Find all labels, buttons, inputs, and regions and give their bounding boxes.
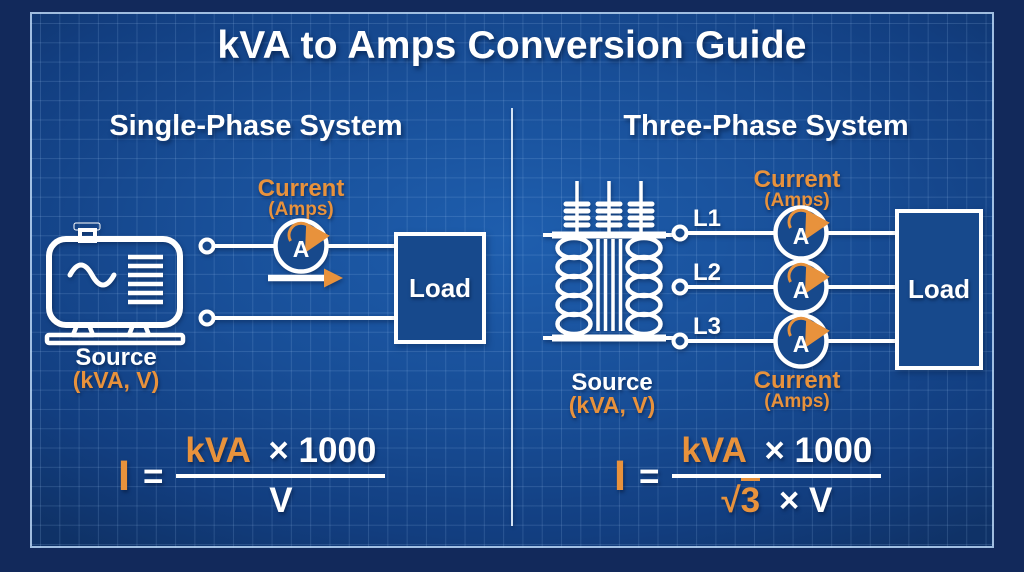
three-phase-heading: Three-Phase System — [623, 110, 909, 142]
three-phase-circuit: A A A — [671, 205, 896, 369]
times-voltage-term: × V — [778, 481, 833, 521]
numerator: kVA × 1000 — [176, 431, 386, 479]
fraction: kVA × 1000 V — [176, 431, 386, 522]
single-phase-formula: I = kVA × 1000 V — [118, 431, 386, 522]
radical-sign: √ — [721, 481, 741, 521]
formula-current-symbol: I — [614, 451, 626, 500]
terminal-top-icon — [198, 237, 216, 255]
single-source-label: Source — [75, 344, 157, 371]
terminal-bottom-icon — [198, 309, 216, 327]
winding-right-icon — [625, 235, 663, 337]
ammeter-letter: A — [293, 236, 310, 262]
terminal-l1-icon — [671, 224, 689, 242]
meter-needle-arc — [787, 316, 830, 348]
ammeter-icon: A — [773, 205, 830, 261]
current-flow-arrow-icon — [268, 268, 343, 288]
generator-base — [44, 332, 186, 346]
fraction: kVA × 1000 √3 × V — [672, 431, 882, 522]
single-current-sublabel: (Amps) — [268, 199, 334, 220]
single-phase-circuit: A — [198, 218, 395, 327]
single-current-label: Current — [257, 175, 345, 202]
three-current-top-label: Current — [753, 166, 841, 193]
single-source-sublabel: (kVA, V) — [72, 367, 160, 393]
kva-term: kVA — [185, 431, 250, 470]
section-divider — [511, 108, 513, 526]
voltage-term: V — [269, 481, 293, 521]
three-load-label: Load — [907, 274, 971, 304]
bushing-icon — [627, 181, 655, 232]
times-1000-term: × 1000 — [764, 431, 873, 470]
core-laminations-icon — [596, 239, 623, 331]
three-current-bottom-label: Current — [753, 367, 841, 394]
times-1000-term: × 1000 — [268, 431, 377, 470]
three-load-box: Load — [895, 209, 983, 370]
ammeter-icon: A — [773, 259, 830, 315]
bushing-icon — [563, 181, 591, 232]
radicand: 3 — [740, 478, 761, 521]
transformer-icon — [543, 181, 675, 342]
page-title: kVA to Amps Conversion Guide — [217, 24, 807, 67]
kva-term: kVA — [681, 431, 746, 470]
line-label-l1: L1 — [692, 205, 722, 232]
ammeter-letter: A — [793, 223, 810, 249]
three-phase-formula: I = kVA × 1000 √3 × V — [614, 431, 882, 522]
winding-left-icon — [555, 235, 593, 337]
line-label-l3: L3 — [692, 313, 722, 340]
single-load-box: Load — [394, 232, 486, 344]
denominator: V — [269, 478, 292, 521]
ammeter-icon: A — [273, 218, 330, 274]
three-source-sublabel: (kVA, V) — [568, 392, 656, 418]
meter-needle-arc — [287, 221, 330, 253]
bushing-icon — [595, 181, 623, 232]
ammeter-letter: A — [793, 277, 810, 303]
line-label-l2: L2 — [692, 259, 722, 286]
single-phase-heading: Single-Phase System — [109, 110, 403, 142]
sine-wave-icon — [67, 262, 117, 288]
numerator: kVA × 1000 — [672, 431, 882, 479]
three-current-top-sublabel: (Amps) — [764, 190, 830, 211]
three-current-bottom-sublabel: (Amps) — [764, 391, 830, 412]
single-load-label: Load — [408, 272, 472, 303]
meter-needle-arc — [787, 262, 830, 294]
generator-body — [46, 236, 183, 328]
three-source-label: Source — [571, 369, 653, 396]
formula-current-symbol: I — [118, 451, 130, 500]
ammeter-icon: A — [773, 313, 830, 369]
terminal-l2-icon — [671, 278, 689, 296]
generator-icon — [44, 222, 186, 346]
terminal-l3-icon — [671, 332, 689, 350]
equals-sign: = — [142, 456, 164, 496]
ammeter-letter: A — [793, 331, 810, 357]
equals-sign: = — [638, 456, 660, 496]
meter-needle-arc — [787, 208, 830, 240]
denominator: √3 × V — [721, 478, 832, 521]
